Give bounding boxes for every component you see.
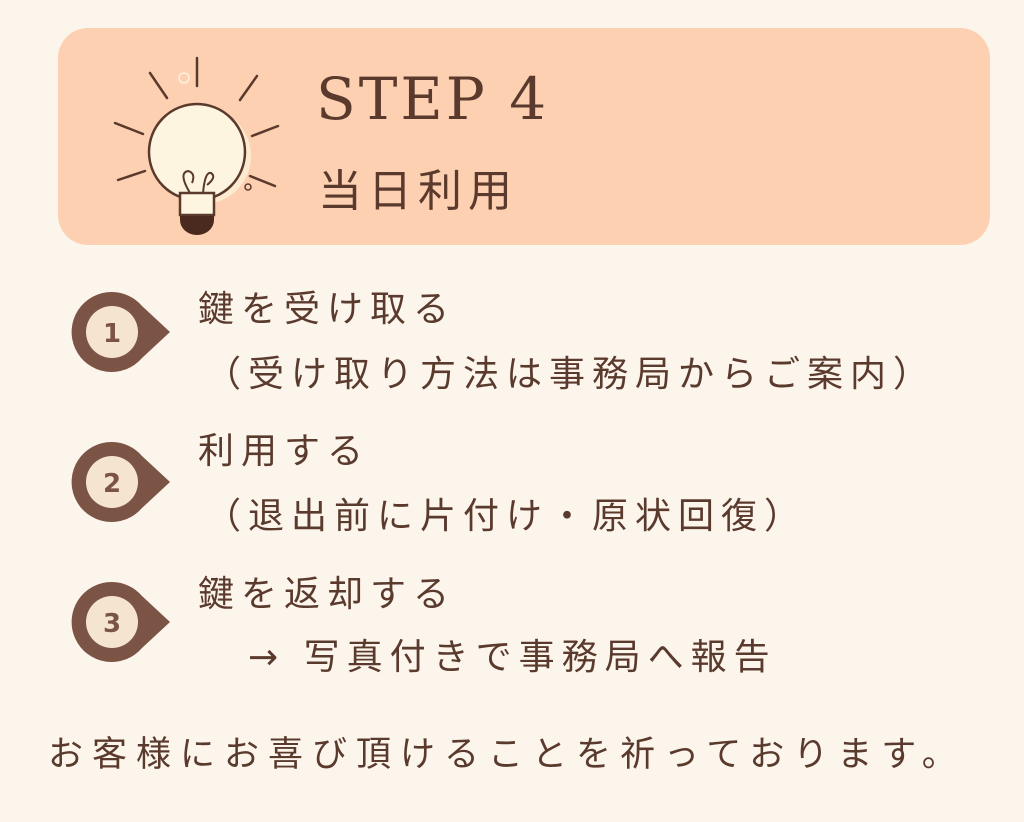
- step-note: （退出前に片付け・原状回復）: [205, 496, 808, 537]
- step-note: （受け取り方法は事務局からご案内）: [205, 354, 937, 395]
- step-text: 利用する: [198, 431, 371, 472]
- closing-message: お客様にお喜び頂けることを祈っております。: [48, 735, 966, 775]
- number-badge: 3: [71, 581, 170, 662]
- number-badge: 2: [71, 441, 170, 522]
- step-title: STEP 4: [316, 65, 550, 133]
- svg-text:1: 1: [103, 319, 121, 349]
- svg-text:3: 3: [103, 609, 121, 639]
- lightbulb-icon: [113, 56, 280, 235]
- svg-text:2: 2: [103, 469, 121, 499]
- step-text: 鍵を受け取る: [198, 289, 457, 330]
- step-note: → 写真付きで事務局へ報告: [248, 637, 777, 678]
- number-badge: 1: [71, 291, 170, 372]
- step-subtitle: 当日利用: [318, 166, 518, 217]
- step-text: 鍵を返却する: [198, 574, 457, 615]
